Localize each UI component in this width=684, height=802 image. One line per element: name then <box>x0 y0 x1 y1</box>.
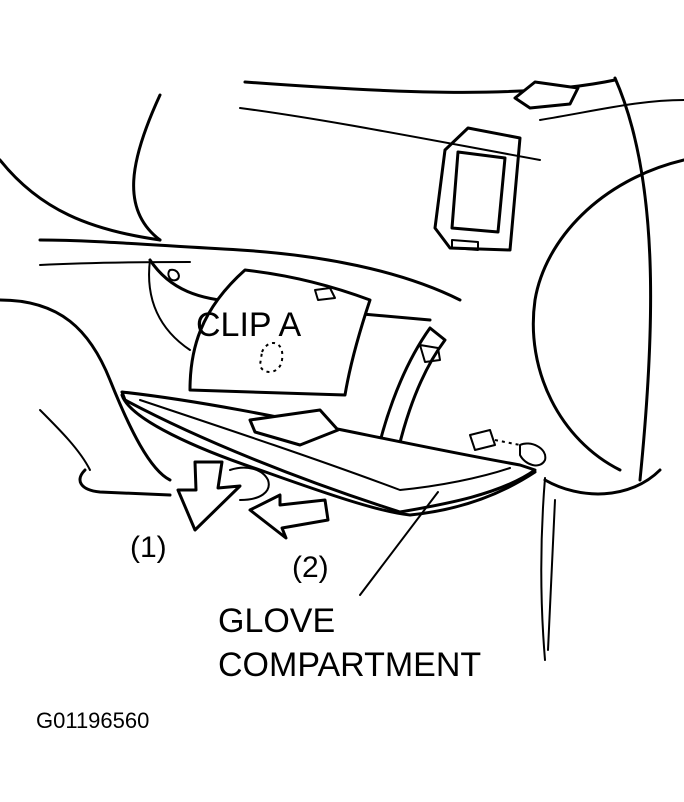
hinge-connector <box>469 429 547 467</box>
arrow-1-icon <box>176 460 242 532</box>
glove-tray-inner <box>139 399 511 491</box>
step-2-label: (2) <box>292 551 329 584</box>
console-lower-edge <box>543 468 662 496</box>
steering-column <box>531 158 684 472</box>
knee-panel-left <box>38 238 462 302</box>
side-wall-hinge <box>419 344 441 363</box>
clip-a-marker <box>258 342 284 373</box>
glove-door-edge <box>120 393 537 517</box>
left-lower-edge <box>39 409 91 471</box>
upper-left-slot <box>167 268 180 282</box>
side-vent-tab <box>451 239 479 251</box>
air-vent-top <box>513 80 580 110</box>
console-outer-curve <box>613 76 653 482</box>
hand-outline <box>229 466 270 501</box>
knee-panel-left-inner <box>39 261 191 266</box>
lower-trim <box>78 468 172 497</box>
panel-seam-upper <box>239 107 541 161</box>
left-body-line <box>0 298 172 482</box>
clip-a-label: CLIP A <box>196 306 302 344</box>
figure-id: G01196560 <box>36 708 150 733</box>
opening-frame-left <box>148 259 191 351</box>
step-1-label: (1) <box>130 531 167 564</box>
part-name-line-2: COMPARTMENT <box>218 646 482 684</box>
part-name-line-1: GLOVE <box>218 602 336 640</box>
dash-left-curve <box>132 93 162 242</box>
side-vent-grille <box>450 150 507 234</box>
console-side-line <box>547 499 556 651</box>
hinge-dashes <box>494 439 521 446</box>
glove-back-panel <box>188 268 372 397</box>
upper-clip-slot <box>314 287 336 301</box>
console-bottom-line <box>540 477 546 661</box>
side-vent-frame <box>433 126 522 252</box>
leader-line <box>359 491 439 596</box>
steering-inner-arc <box>539 99 684 121</box>
tray-latch <box>248 408 340 447</box>
arrow-2-icon <box>248 493 330 540</box>
dash-left-lower <box>0 158 162 242</box>
